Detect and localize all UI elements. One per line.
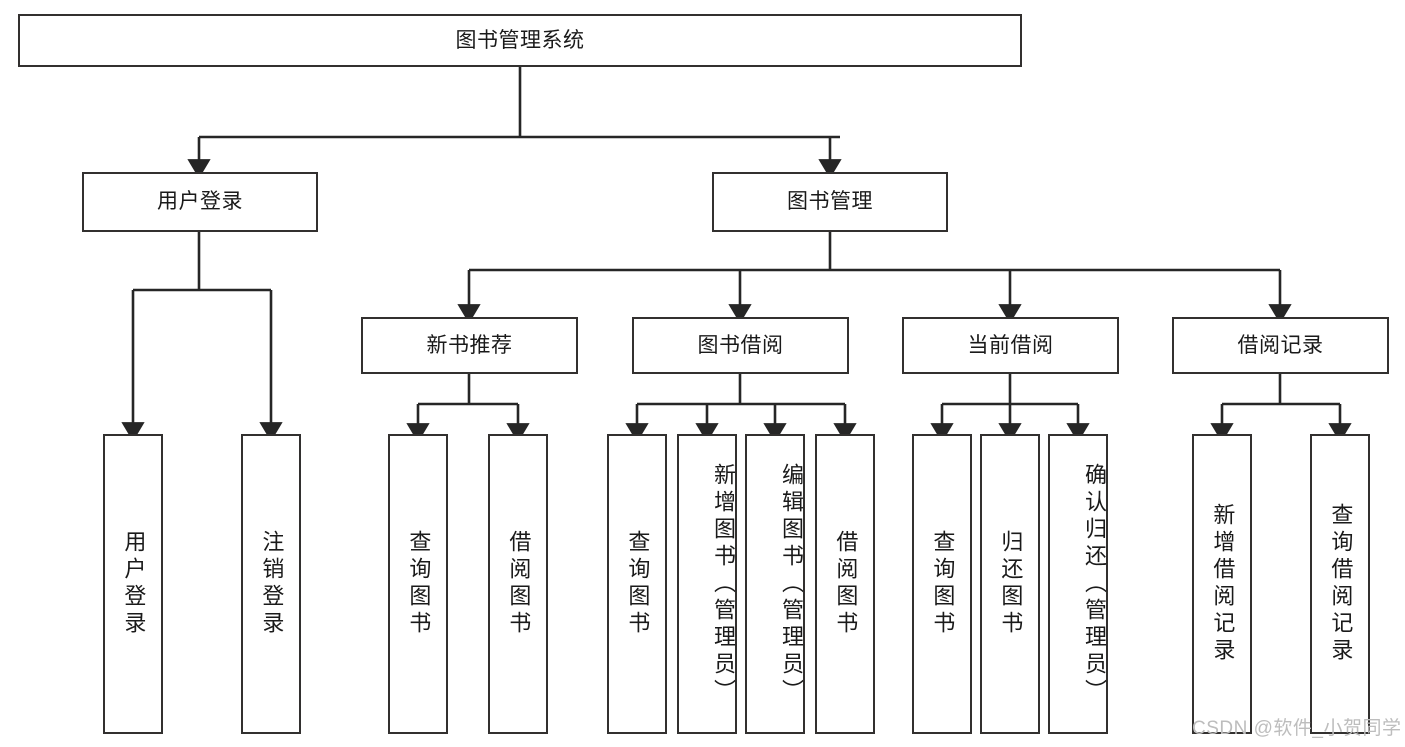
leaf-query-book-new-book[interactable]: 查询图书 xyxy=(388,434,448,734)
node-label: 查询借阅记录 xyxy=(1328,503,1354,665)
node-book-management[interactable]: 图书管理 xyxy=(712,172,948,232)
leaf-add-borrow-record[interactable]: 新增借阅记录 xyxy=(1192,434,1252,734)
node-label: 查询图书 xyxy=(406,530,432,638)
leaf-add-book-admin[interactable]: 新增图书（管理员） xyxy=(677,434,737,734)
node-label: 借阅记录 xyxy=(1237,333,1324,357)
leaf-query-book-current[interactable]: 查询图书 xyxy=(912,434,972,734)
node-label: 注销登录 xyxy=(259,530,285,638)
node-label: 编辑图书（管理员） xyxy=(779,462,804,706)
node-user-login[interactable]: 用户登录 xyxy=(82,172,318,232)
node-label: 图书借阅 xyxy=(697,333,784,357)
node-label: 查询图书 xyxy=(625,530,651,638)
node-book-borrow[interactable]: 图书借阅 xyxy=(632,317,849,374)
node-label: 归还图书 xyxy=(998,530,1024,638)
leaf-query-book-borrow[interactable]: 查询图书 xyxy=(607,434,667,734)
node-current-borrow[interactable]: 当前借阅 xyxy=(902,317,1119,374)
leaf-confirm-return-admin[interactable]: 确认归还（管理员） xyxy=(1048,434,1108,734)
node-label: 查询图书 xyxy=(930,530,956,638)
node-new-book-recommend[interactable]: 新书推荐 xyxy=(361,317,578,374)
node-label: 借阅图书 xyxy=(833,530,859,638)
leaf-user-logout[interactable]: 注销登录 xyxy=(241,434,301,734)
node-label: 用户登录 xyxy=(121,530,147,638)
csdn-watermark: CSDN @软件_小贺同学 xyxy=(1192,718,1402,739)
leaf-edit-book-admin[interactable]: 编辑图书（管理员） xyxy=(745,434,805,734)
node-label: 图书管理系统 xyxy=(455,28,585,52)
node-label: 新增图书（管理员） xyxy=(711,462,736,706)
leaf-return-book[interactable]: 归还图书 xyxy=(980,434,1040,734)
leaf-borrow-book[interactable]: 借阅图书 xyxy=(815,434,875,734)
node-label: 确认归还（管理员） xyxy=(1082,462,1107,706)
leaf-borrow-book-new-book[interactable]: 借阅图书 xyxy=(488,434,548,734)
node-label: 借阅图书 xyxy=(506,530,532,638)
node-root-book-management-system[interactable]: 图书管理系统 xyxy=(18,14,1022,67)
node-label: 新增借阅记录 xyxy=(1210,503,1236,665)
node-label: 新书推荐 xyxy=(426,333,513,357)
node-label: 当前借阅 xyxy=(967,333,1054,357)
node-borrow-record[interactable]: 借阅记录 xyxy=(1172,317,1389,374)
node-label: 用户登录 xyxy=(157,190,243,214)
leaf-query-borrow-record[interactable]: 查询借阅记录 xyxy=(1310,434,1370,734)
leaf-user-login[interactable]: 用户登录 xyxy=(103,434,163,734)
node-label: 图书管理 xyxy=(787,190,873,214)
